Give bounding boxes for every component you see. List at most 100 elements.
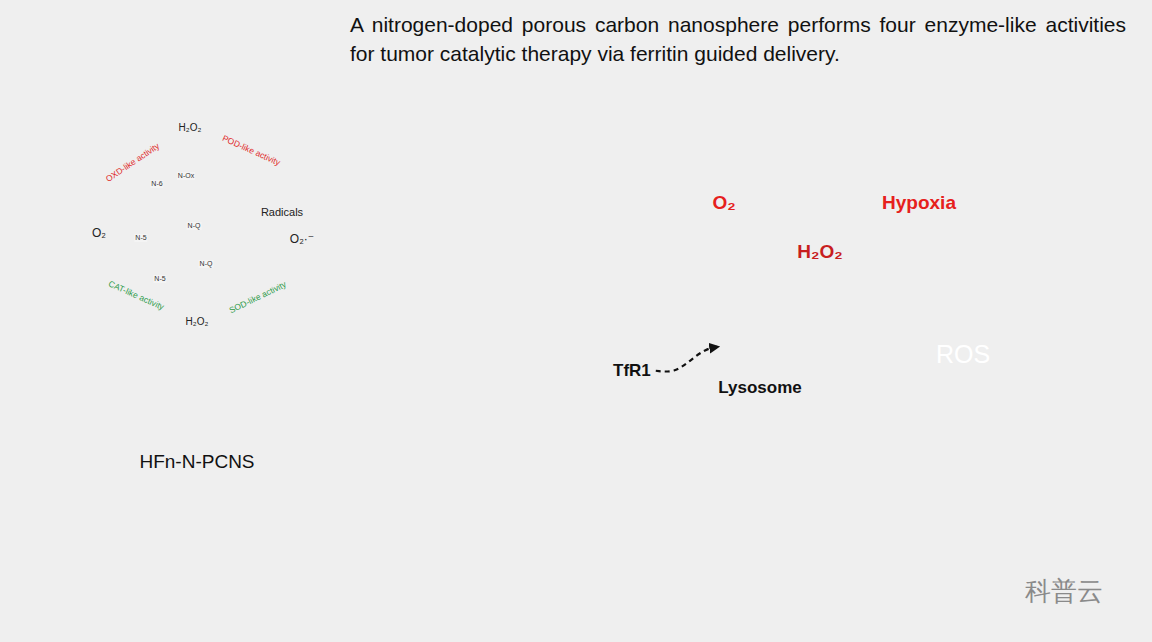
- mito-inner: [593, 449, 651, 477]
- vesicle: [720, 449, 724, 453]
- cage-core: [185, 65, 196, 76]
- cage-strand: [298, 99, 302, 112]
- cage-strand: [320, 286, 333, 290]
- pore: [258, 310, 268, 321]
- ferritin-cage: [282, 322, 324, 364]
- ros-label: ROS: [936, 340, 990, 369]
- hexagon-ring: [161, 248, 184, 274]
- cage-strand: [333, 273, 337, 286]
- hydrogen-atom: [158, 265, 164, 271]
- pore: [48, 249, 53, 262]
- pore: [213, 355, 225, 361]
- cage-strand: [324, 295, 334, 305]
- ferritin-dot: [824, 295, 829, 300]
- cage-strand: [351, 235, 355, 248]
- oxygen-atom: [180, 186, 187, 193]
- carbon-lattice: [135, 167, 251, 274]
- pore: [288, 216, 297, 229]
- cage-ring: [116, 69, 142, 95]
- pore: [96, 184, 106, 196]
- ferritin-dot: [781, 319, 786, 324]
- cage-core: [298, 338, 309, 349]
- ferritin-cage: [108, 61, 150, 103]
- cage-strand: [115, 86, 125, 96]
- pore: [155, 107, 167, 114]
- pore: [320, 281, 325, 293]
- pore: [204, 368, 215, 373]
- cage-strand: [130, 87, 134, 100]
- cage-ring: [238, 365, 264, 391]
- er-membrane: [729, 448, 742, 533]
- pore: [159, 128, 172, 138]
- vesicle: [718, 523, 722, 527]
- pore: [67, 154, 72, 165]
- cage-strand: [194, 57, 204, 67]
- ferritin-cage: [317, 148, 359, 190]
- cage-strand: [238, 382, 248, 392]
- ferritin-cage: [21, 270, 63, 312]
- cage-strand: [290, 347, 300, 357]
- pore: [133, 335, 144, 344]
- particle-pore: [772, 322, 775, 325]
- vesicle: [712, 502, 716, 506]
- pore: [241, 93, 246, 98]
- cage-strand: [185, 372, 189, 385]
- pore: [106, 216, 117, 229]
- particle-pore: [763, 315, 766, 318]
- cage-strand: [81, 103, 91, 113]
- oxygen-atom: [237, 232, 244, 239]
- lysosome: H₂O₂Lysosome: [718, 228, 846, 400]
- mitochondrion: [976, 199, 1043, 254]
- pore: [97, 335, 102, 344]
- vesicle: [711, 480, 715, 484]
- hexagon-ring: [229, 209, 252, 235]
- cage-strand: [298, 325, 302, 338]
- watermark-swirl: [1001, 584, 1017, 600]
- nanoparticle: [512, 330, 563, 381]
- pore: [116, 128, 126, 138]
- cage-ring: [325, 156, 351, 182]
- nitrogen-site-label: N-Ox: [177, 172, 195, 180]
- vesicle: [713, 469, 717, 473]
- ferritin-dot: [757, 333, 762, 338]
- cage-strand: [35, 231, 48, 235]
- nitrogen-site-label: N-Q: [199, 260, 214, 268]
- ferritin-dot: [822, 289, 827, 294]
- ferritin-dot: [516, 340, 521, 345]
- cage-strand: [46, 278, 56, 288]
- cage-strand: [354, 217, 364, 227]
- pore: [105, 335, 112, 344]
- cage-strand: [47, 293, 60, 297]
- pore: [78, 154, 85, 165]
- cage-strand: [132, 69, 142, 79]
- cage-strand: [256, 379, 269, 383]
- cage-ring: [290, 104, 316, 130]
- pore: [168, 355, 181, 361]
- particle-core: [756, 310, 780, 334]
- cage-strand: [82, 118, 95, 122]
- pore: [172, 335, 185, 344]
- pore: [272, 184, 282, 196]
- hexagon-ring: [206, 170, 229, 196]
- hexagon-ring: [195, 190, 218, 216]
- pore: [278, 310, 286, 321]
- particle-pore: [544, 356, 549, 361]
- pore: [150, 93, 160, 98]
- receptor-label: TfR1: [613, 361, 651, 381]
- cage-core: [298, 112, 309, 123]
- pore: [209, 310, 222, 321]
- ferritin-cage: [9, 209, 51, 251]
- ferritin-cage: [56, 96, 98, 138]
- particle-core: [828, 276, 852, 300]
- pore: [138, 281, 150, 293]
- ferritin-dot: [764, 335, 769, 340]
- pore: [134, 93, 139, 98]
- ferritin-dot: [770, 304, 775, 309]
- cage-strand: [339, 174, 343, 187]
- nuclear-envelope: [755, 442, 851, 538]
- cage-strand: [255, 364, 265, 374]
- molecule-label: O₂·⁻: [290, 233, 314, 247]
- pore: [207, 128, 220, 138]
- particle-pore: [766, 326, 769, 329]
